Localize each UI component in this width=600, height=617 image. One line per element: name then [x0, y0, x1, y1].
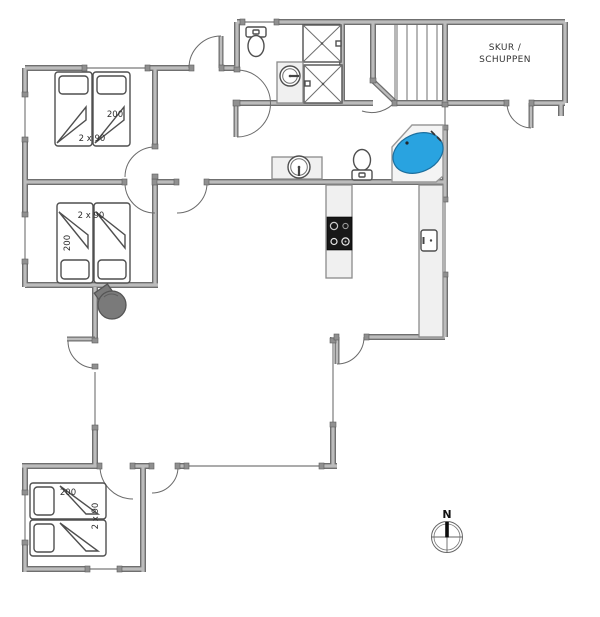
bed-width-label: 2 x 90: [78, 211, 105, 221]
bathtub-icon: [391, 124, 444, 183]
wall-caps: [21, 18, 535, 573]
door-arcs: [67, 35, 532, 500]
bed-width-label: 2 x 90: [91, 503, 101, 530]
toilet-icon: [245, 26, 267, 58]
door-swing-arcs: [67, 35, 532, 500]
bedroom-mid: 2 x 90 200: [56, 202, 131, 284]
cap-marks: [21, 18, 535, 573]
kitchen-counter-right: [418, 184, 444, 338]
wood-stove-icon: [93, 283, 127, 320]
shower-icon-2: [303, 64, 343, 104]
toilet-icon-2: [351, 148, 373, 181]
stairs-icon: [394, 25, 438, 101]
bed-icon: [56, 202, 131, 284]
window-lines: [24, 21, 446, 570]
compass-north-label: N: [442, 508, 451, 521]
shed-room: SKUR / SCHUPPEN: [479, 43, 531, 65]
stair-treads: [394, 25, 438, 101]
door-leaves: [67, 36, 534, 364]
kitchen: [325, 184, 444, 338]
bathroom-top: [245, 24, 343, 104]
bed-length-label: 200: [63, 235, 73, 251]
bed-width-label: 2 x 90: [79, 134, 106, 144]
bed-icon: [29, 482, 107, 557]
shed-label-line2: SCHUPPEN: [479, 55, 531, 65]
bedroom-top: 200 2 x 90: [54, 71, 131, 147]
fridge-icon: [420, 229, 438, 252]
bed-length-label: 200: [60, 488, 76, 498]
bed-icon: [54, 71, 131, 147]
bed-length-label: 200: [107, 110, 123, 120]
shower-icon: [302, 24, 342, 63]
cooktop-icon: [326, 216, 353, 251]
bedroom-bottom: 200 2 x 90: [29, 482, 107, 557]
shed-label-line1: SKUR /: [489, 43, 522, 53]
windows: [24, 21, 446, 570]
compass-icon: N: [431, 508, 463, 553]
door-leaf-light: [67, 36, 533, 364]
vanity-basin-icon: [271, 155, 323, 180]
washbasin-icon: [276, 61, 304, 104]
wellness-room: [271, 124, 444, 183]
